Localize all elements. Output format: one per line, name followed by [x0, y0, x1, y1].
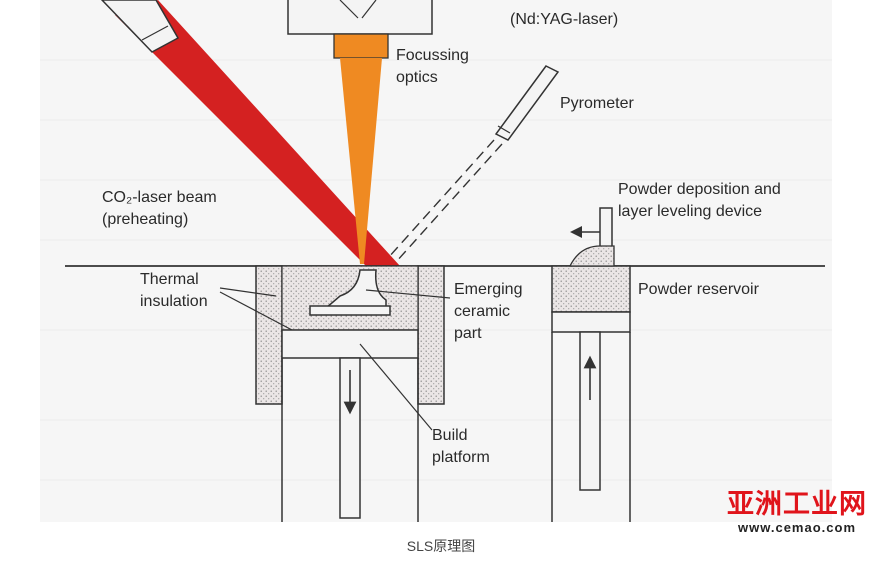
co2-beam-label-line1: CO₂-laser beam	[102, 189, 217, 206]
thermal-insulation-label-line2: insulation	[140, 293, 208, 310]
focussing-label-line1: Focussing	[396, 47, 469, 64]
reservoir-platform	[551, 311, 631, 333]
pyrometer-sight-line-2	[395, 143, 503, 263]
pyrometer-sight-line-1	[387, 139, 495, 259]
build-platform-label-line2: platform	[432, 449, 490, 466]
focussing-optics	[333, 33, 389, 59]
diagram-background	[40, 0, 832, 522]
thermal-insulation	[255, 265, 445, 405]
powder-deposition-device	[568, 207, 615, 267]
co2-laser-head	[100, 0, 180, 53]
watermark-title: 亚洲工业网	[727, 489, 867, 520]
nd-yag-label: (Nd:YAG-laser)	[510, 11, 618, 28]
watermark-url: www.cemao.com	[738, 520, 856, 535]
build-platform	[281, 329, 419, 359]
co2-laser-beam	[115, 0, 400, 266]
pyrometer-label: Pyrometer	[560, 95, 634, 112]
leader-lines	[219, 287, 451, 431]
reservoir-walls	[551, 332, 631, 522]
powder-reservoir-label: Powder reservoir	[638, 281, 760, 298]
build-piston-rod	[339, 357, 361, 519]
co2-beam-label-line2: (preheating)	[102, 211, 188, 228]
powder-deposition-label-line2: layer leveling device	[618, 203, 762, 220]
pyrometer	[494, 65, 560, 141]
sls-diagram: (Nd:YAG-laser) Focussing optics Pyromete…	[40, 0, 832, 522]
thermal-insulation-label-line1: Thermal	[140, 271, 199, 288]
powder-reservoir-bed	[551, 265, 631, 313]
watermark-logo: 亚洲工业网 www.cemao.com	[722, 489, 872, 536]
build-platform-label-line1: Build	[432, 427, 468, 444]
emerging-part-label-line3: part	[454, 325, 482, 342]
yag-laser-beam	[340, 58, 382, 264]
powder-deposition-label-line1: Powder deposition and	[618, 181, 781, 198]
build-chamber-walls	[281, 358, 419, 522]
reservoir-piston-rod	[579, 331, 601, 491]
emerging-ceramic-part	[309, 269, 391, 316]
yag-laser-housing	[287, 0, 433, 35]
figure-caption: SLS原理图	[406, 538, 476, 554]
emerging-part-label-line2: ceramic	[454, 303, 510, 320]
emerging-part-label-line1: Emerging	[454, 281, 522, 298]
focussing-label-line2: optics	[396, 69, 438, 86]
